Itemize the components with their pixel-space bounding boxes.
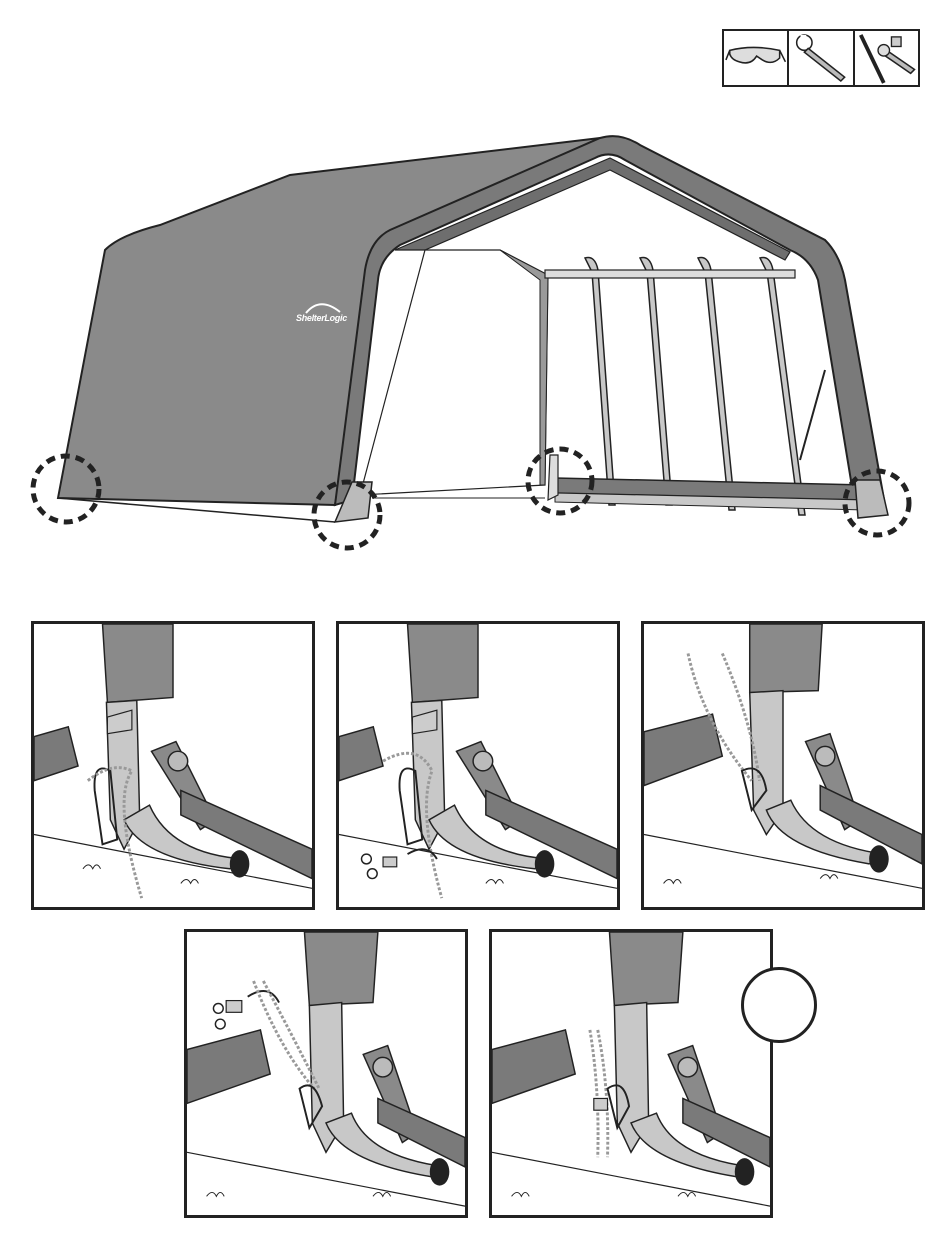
step-3-illustration bbox=[644, 624, 922, 907]
step-panel-2 bbox=[336, 621, 620, 910]
step-panel-3 bbox=[641, 621, 925, 910]
shelter-illustration bbox=[0, 0, 950, 600]
step-5-illustration bbox=[492, 932, 770, 1215]
step-panel-1 bbox=[31, 621, 315, 910]
step-panel-4 bbox=[184, 929, 468, 1218]
check-circle-marker bbox=[741, 967, 817, 1043]
step-panel-5 bbox=[489, 929, 773, 1218]
brand-logo: ShelterLogic bbox=[296, 313, 347, 323]
step-1-illustration bbox=[34, 624, 312, 907]
step-2-illustration bbox=[339, 624, 617, 907]
step-4-illustration bbox=[187, 932, 465, 1215]
